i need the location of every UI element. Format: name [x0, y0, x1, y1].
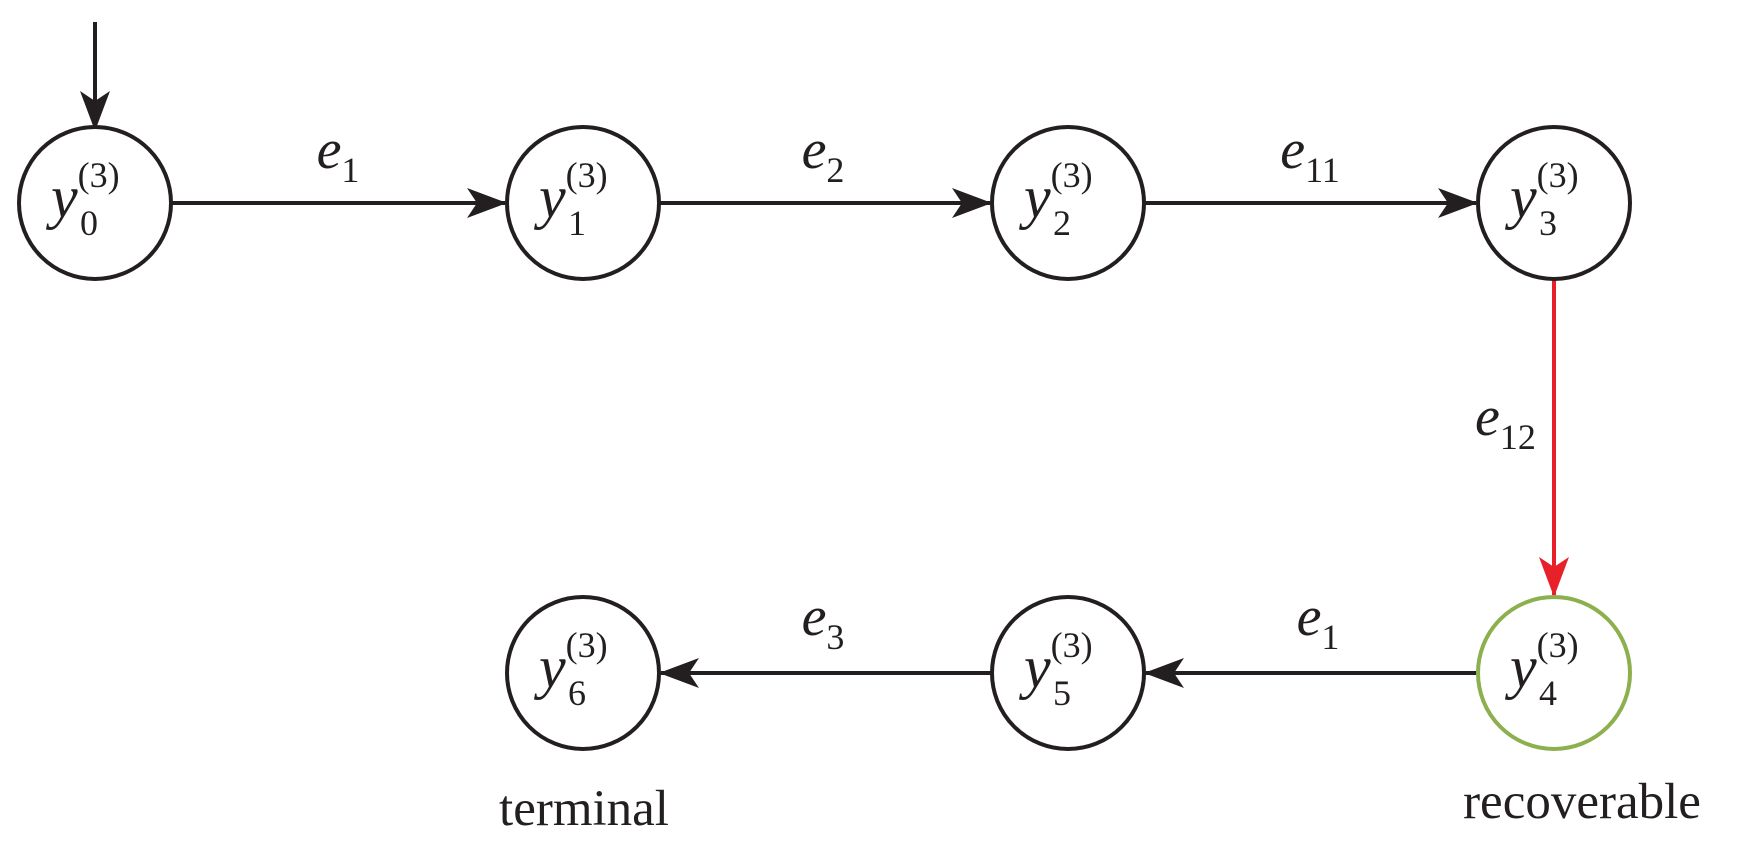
state-node-y5: y(3)5	[990, 595, 1146, 751]
recoverable-label: recoverable	[1463, 774, 1701, 830]
edge-label-y2-y3: e11	[1280, 119, 1340, 190]
edges: e1 e2 e11 e12 e1 e3	[171, 119, 1569, 688]
state-label: y(3)5	[1018, 625, 1093, 713]
state-label: y(3)0	[45, 155, 120, 243]
edge-label-y1-y2: e2	[802, 119, 845, 190]
state-circle	[1476, 125, 1632, 281]
edge-label-y3-y4: e12	[1475, 386, 1536, 457]
state-node-y2: y(3)2	[990, 125, 1146, 281]
state-circle	[990, 595, 1146, 751]
state-circle	[505, 125, 661, 281]
edge-label-y5-y6: e3	[802, 586, 845, 657]
state-node-y4: y(3)4	[1476, 595, 1632, 751]
edge-label-y0-y1: e1	[317, 119, 360, 190]
nodes: y(3)0 y(3)1 y(3)2 y(3)3 y(3)4 y(3)5 y(3)6	[17, 125, 1632, 751]
state-circle	[505, 595, 661, 751]
state-label: y(3)2	[1018, 155, 1093, 243]
state-label: y(3)4	[1504, 625, 1579, 713]
state-circle	[17, 125, 173, 281]
state-label: y(3)6	[533, 625, 608, 713]
state-node-y1: y(3)1	[505, 125, 661, 281]
edge-label-y4-y5: e1	[1297, 586, 1340, 657]
terminal-label: terminal	[499, 781, 669, 837]
state-circle	[1476, 595, 1632, 751]
state-node-y3: y(3)3	[1476, 125, 1632, 281]
state-circle	[990, 125, 1146, 281]
state-node-y0: y(3)0	[17, 125, 173, 281]
state-label: y(3)3	[1504, 155, 1579, 243]
state-node-y6: y(3)6	[505, 595, 661, 751]
state-label: y(3)1	[533, 155, 608, 243]
